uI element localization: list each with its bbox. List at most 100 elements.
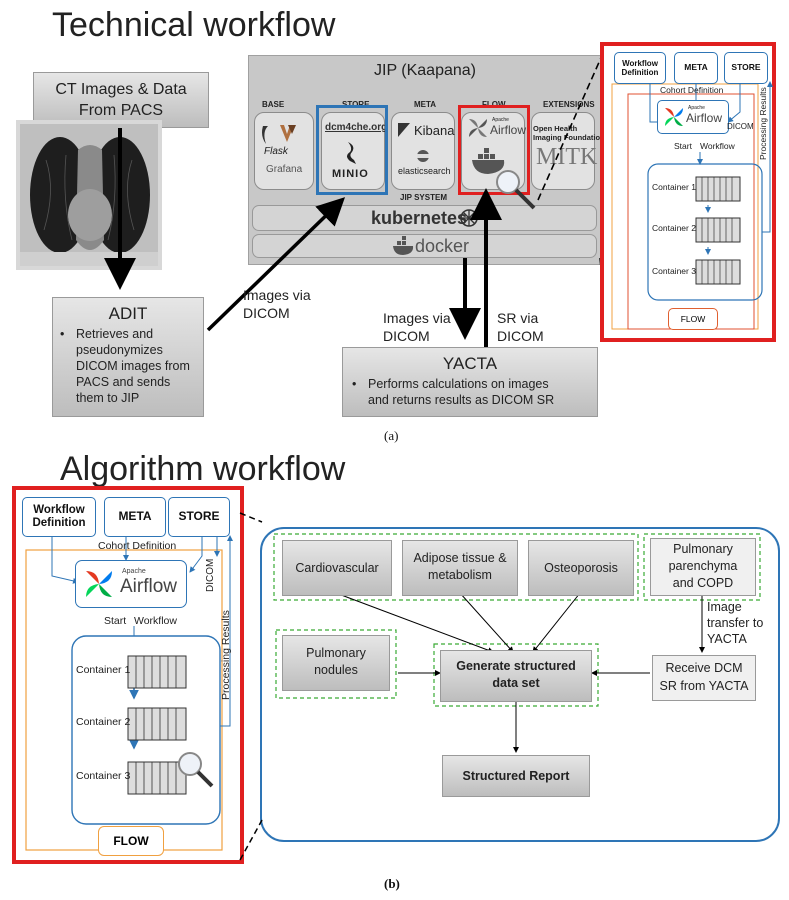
adipose-box: Adipose tissue & metabolism <box>402 540 518 596</box>
b-workflow-definition-line1: Workflow <box>33 503 85 516</box>
yacta-bullet-text: Performs calculations on images and retu… <box>368 377 555 407</box>
b-meta-box: META <box>104 497 166 537</box>
jip-tile-extensions <box>531 112 595 190</box>
flask-logo-icon <box>262 125 296 144</box>
a-container-2-label: Container 2 <box>652 223 696 233</box>
ohif-label-2: Imaging Foundation <box>533 133 605 142</box>
jip-tile-store <box>321 112 385 190</box>
b-container-3-label: Container 3 <box>76 770 131 782</box>
docker-whale-icon <box>472 148 505 174</box>
b-container-2-icon <box>127 707 187 741</box>
kibana-icon <box>398 123 410 137</box>
osteoporosis-label: Osteoporosis <box>544 561 618 575</box>
jip-col-base: BASE <box>262 100 285 109</box>
a-container-2-icon <box>695 217 741 243</box>
docker-bar-icon <box>393 236 414 255</box>
zoom-line-b-bottom <box>239 819 263 861</box>
structured-report-box: Structured Report <box>442 755 590 797</box>
ct-lung-image <box>16 120 162 270</box>
grafana-label: Grafana <box>266 164 303 175</box>
a-airflow-box: Apache Airflow <box>657 100 729 134</box>
ct-box-line2: From PACS <box>78 102 164 119</box>
adipose-line1: Adipose tissue & <box>413 551 507 565</box>
ct-box-line1: CT Images & Data <box>55 81 187 98</box>
green-group-nodules <box>275 629 397 699</box>
kubernetes-label: kubernetes <box>371 208 468 228</box>
adit-title: ADIT <box>108 304 148 323</box>
arrow-adipose <box>459 592 514 653</box>
a-workflow-label: Workflow <box>700 141 735 151</box>
flow-tile-airflow: Airflow <box>490 123 527 137</box>
pulmonary-nodules-box: Pulmonary nodules <box>282 635 390 691</box>
a-container-3-icon <box>695 259 741 285</box>
nodules-line2: nodules <box>314 663 358 677</box>
a-workflow-definition-box: Workflow Definition <box>614 52 666 84</box>
jip-col-meta: META <box>414 100 437 109</box>
ct-images-box: CT Images & Data From PACS <box>33 72 209 128</box>
jip-col-store: STORE <box>342 100 370 109</box>
b-container-2-label: Container 2 <box>76 716 131 728</box>
jip-col-extensions: EXTENSIONS <box>543 100 595 109</box>
label-images-via-dicom-2-line1: Images via <box>383 310 451 326</box>
image-transfer-line2: transfer to <box>707 616 764 630</box>
adit-box: ADIT • Retrieves and pseudonymizes DICOM… <box>52 297 204 417</box>
elasticsearch-label: elasticsearch <box>398 166 451 176</box>
mitk-label: MITK <box>536 144 598 170</box>
pulmonary-line1: Pulmonary <box>673 542 733 556</box>
dcm4che-label: dcm4che.org <box>325 122 388 133</box>
a-airflow-pinwheel-icon <box>665 108 683 126</box>
a-store-box: STORE <box>724 52 768 84</box>
b-airflow-apache: Apache <box>122 568 146 575</box>
elasticsearch-icon <box>417 150 429 162</box>
ohif-label-1: Open Health <box>533 124 578 133</box>
panel-b-flow-detail-lines <box>25 526 233 851</box>
a-airflow-apache: Apache <box>688 105 705 111</box>
jip-col-flow: FLOW <box>482 100 506 109</box>
caption-b: (b) <box>384 876 400 891</box>
green-group-top <box>273 533 639 601</box>
b-workflow-label: Workflow <box>134 615 177 627</box>
magnifier-icon-b <box>178 752 214 788</box>
nodules-line1: Pulmonary <box>306 646 366 660</box>
arrow-cardio <box>335 592 494 654</box>
flask-label: Flask <box>264 146 288 157</box>
cardiovascular-label: Cardiovascular <box>295 561 379 575</box>
b-workflow-definition-box: Workflow Definition <box>22 497 96 537</box>
algorithm-workflow-title: Algorithm workflow <box>60 450 346 488</box>
label-sr-via-dicom-line2: DICOM <box>497 328 544 344</box>
adit-bullet-dot: • <box>60 327 65 341</box>
b-container-3-icon <box>127 761 187 795</box>
b-airflow-label: Airflow <box>120 576 178 597</box>
jip-system-label: JIP SYSTEM <box>400 193 447 202</box>
a-dicom-label: DICOM <box>727 122 754 131</box>
arrow-osteo <box>532 592 581 653</box>
adipose-line2: metabolism <box>428 568 492 582</box>
arrow-adit-to-jip <box>206 197 346 332</box>
a-meta-box: META <box>674 52 718 84</box>
a-container-1-icon <box>695 176 741 202</box>
a-container-3-label: Container 3 <box>652 266 696 276</box>
b-store-box: STORE <box>168 497 230 537</box>
a-cohort-definition-label: Cohort Definition <box>660 85 724 95</box>
b-workflow-definition-line2: Definition <box>32 517 86 529</box>
a-container-1-label: Container 1 <box>652 182 696 192</box>
b-container-group <box>71 635 221 825</box>
structured-report-label: Structured Report <box>462 769 570 783</box>
a-start-label: Start <box>674 141 692 151</box>
receive-dcm-box: Receive DCM SR from YACTA <box>652 655 756 701</box>
pulmonary-line3: and COPD <box>672 576 734 590</box>
generate-line2: data set <box>492 676 540 690</box>
osteoporosis-box: Osteoporosis <box>528 540 634 596</box>
docker-bar: docker <box>252 234 597 258</box>
docker-label: docker <box>415 236 470 256</box>
a-processing-results-label: Processing Results <box>758 87 768 160</box>
pulmonary-line2: parenchyma <box>668 559 738 573</box>
label-images-via-dicom-1-line1: Images via <box>243 287 311 303</box>
b-start-label: Start <box>104 615 127 627</box>
a-airflow-label: Airflow <box>686 111 723 125</box>
store-highlight-frame <box>316 105 388 195</box>
minio-label: MINIO <box>332 168 369 180</box>
minio-bird-icon <box>347 142 356 164</box>
image-transfer-line1: Image <box>707 600 742 614</box>
cardiovascular-box: Cardiovascular <box>282 540 392 596</box>
